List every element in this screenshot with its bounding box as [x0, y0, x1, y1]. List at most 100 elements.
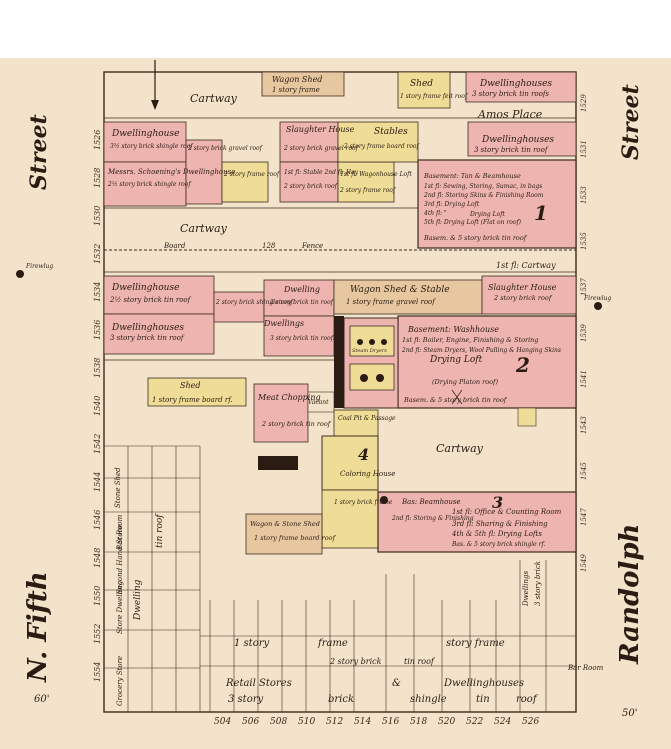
- shed-lower-sub: 1 story frame board rf.: [152, 396, 233, 404]
- dwellinghouse-upper-label: Dwellinghouse: [111, 129, 179, 139]
- building-1-floor1: 1st fl: Sewing, Storing, Sumac, in bags: [424, 183, 542, 190]
- house-number-bottom: 522: [466, 717, 483, 727]
- house-number-right: 1529: [580, 94, 588, 112]
- street-west-width: 60': [34, 694, 49, 705]
- house-number-left: 1526: [93, 130, 102, 150]
- building-4-number: 4: [358, 445, 369, 464]
- building-2: [397, 315, 577, 409]
- dwellinghouses-middle: [103, 313, 215, 355]
- house-number-left: 1548: [93, 548, 102, 568]
- dwellinghouses-upper-label: Dwellinghouses: [481, 135, 554, 145]
- shingle-roof-middle: [213, 291, 265, 323]
- bottom-tin: tin: [476, 694, 490, 705]
- building-1-drying-loft: Drying Loft: [469, 211, 505, 218]
- cartway-top: Cartway: [190, 92, 238, 105]
- bottom-grocery: Grocery Store: [116, 656, 124, 706]
- house-number-right: 1547: [580, 508, 588, 526]
- house-number-right: 1549: [580, 554, 588, 572]
- coal-pit-label: Coal Pit & Passage: [338, 415, 396, 422]
- house-number-left: 1532: [93, 244, 102, 264]
- second-hand-vertical: Second Hand Store: [116, 525, 124, 594]
- dwelling-middle-label: Dwelling: [283, 285, 320, 294]
- house-number-right: 1533: [580, 186, 588, 204]
- bottom-dwellinghouses: Dwellinghouses: [443, 678, 524, 689]
- house-number-left: 1544: [93, 472, 102, 492]
- wagon-shed-sub: 1 story frame: [272, 86, 320, 94]
- bar-room-vertical: Bar Room: [116, 514, 124, 551]
- house-number-bottom: 504: [214, 717, 231, 727]
- house-number-bottom: 518: [410, 717, 427, 727]
- wagon-shed-building: [261, 71, 345, 97]
- building-3-floor1: 1st fl: Office & Counting Room: [452, 508, 562, 516]
- white-margin: [0, 0, 671, 58]
- bottom-dwellings-vertical: Dwellings: [522, 571, 530, 607]
- building-3-floor2: 2nd fl: Storing & Finishing: [391, 515, 474, 522]
- elevator-cross: [451, 389, 463, 405]
- house-number-left: 1540: [93, 396, 102, 416]
- house-number-left: 1554: [93, 662, 102, 682]
- bottom-tin-roof: tin roof: [404, 657, 436, 666]
- fire-plug-icon: [16, 270, 24, 278]
- shed-lower-label: Shed: [180, 381, 201, 390]
- slaughter-house-middle-label: Slaughter House: [488, 283, 557, 292]
- cartway-lower-label: Cartway: [436, 442, 484, 455]
- building-1-floor4: 4th fl: ": [423, 210, 447, 217]
- bottom-three-story-brick-vertical: 3 story brick: [534, 561, 542, 606]
- left-lots: [104, 445, 201, 712]
- vacant-label: Vacant: [308, 399, 329, 406]
- bottom-brick: brick: [328, 694, 354, 705]
- boiler-icon: [380, 496, 388, 504]
- chimney-wall: [334, 316, 344, 408]
- dwellinghouses-top-sub: 3 story brick tin roofs: [472, 90, 549, 98]
- schoenings-building: [103, 161, 187, 207]
- dwellings-middle-sub: 3 story brick tin roofs: [270, 335, 336, 342]
- bottom-roof: roof: [516, 694, 539, 705]
- cartway-mid-label: Cartway: [180, 222, 228, 235]
- shed-top-sub: 1 story frame felt roof: [400, 93, 469, 100]
- bottom-ampersand: &: [392, 678, 401, 689]
- building-1-cartway: 1st fl: Cartway: [496, 261, 556, 270]
- building-2-drying-loft: Drying Loft: [429, 355, 483, 365]
- board-fence-label: Board: [163, 242, 186, 250]
- house-number-right: 1537: [580, 278, 588, 296]
- stable-building: [279, 161, 339, 203]
- house-number-bottom: 510: [298, 717, 315, 727]
- dwellinghouses-middle-label: Dwellinghouses: [111, 323, 184, 333]
- one-story-frame-label: 1 story brick frame: [334, 499, 393, 506]
- house-number-left: 1528: [93, 168, 102, 188]
- street-west-name: N. Fifth: [23, 571, 53, 683]
- meat-chopping-sub: 2 story brick tin roof: [261, 420, 332, 428]
- slaughter-house-upper-label: Slaughter House: [286, 125, 355, 134]
- stables-building: [337, 121, 419, 163]
- fence-number-label: 128: [262, 242, 276, 250]
- coloring-house-4: [321, 435, 379, 491]
- gravel-roof-building: [185, 139, 223, 205]
- stables-label: Stables: [374, 127, 408, 137]
- bottom-row-lots: [200, 560, 576, 712]
- meat-chopping-building: [253, 383, 309, 443]
- slaughter-house-middle: [481, 275, 577, 315]
- street-west-suffix: Street: [26, 114, 52, 190]
- street-east-suffix: Street: [618, 84, 644, 160]
- dwellinghouses-top-building: [465, 71, 577, 103]
- stone-shed-vertical: Stone Shed: [114, 467, 122, 508]
- stable-label: 1st fl: Stable 2nd fl: Hay: [284, 169, 359, 176]
- house-number-left: 1550: [93, 586, 102, 606]
- shed-top-label: Shed: [410, 79, 433, 89]
- small-yellow-shed: [517, 407, 537, 427]
- boiler-icon: [360, 374, 368, 382]
- bottom-frame: frame: [317, 638, 348, 649]
- shingle-roof-middle-label: 2 story brick shingle roof: [215, 299, 295, 306]
- amos-place-label: Amos Place: [477, 108, 543, 121]
- wagon-shed-stable-label: Wagon Shed & Stable: [350, 285, 450, 295]
- dwellinghouses-upper: [467, 121, 577, 157]
- boiler-icon: [381, 339, 387, 345]
- boiler-box-2: [349, 363, 395, 391]
- wagonhouse-loft-label: 1st fl: Wagonhouse Loft: [340, 171, 412, 178]
- house-number-bottom: 508: [270, 717, 287, 727]
- house-number-bottom: 524: [494, 717, 511, 727]
- wagonhouse-loft-building: [337, 161, 395, 203]
- building-2-basement-sub: Basem. & 5 story brick tin roof: [403, 396, 508, 404]
